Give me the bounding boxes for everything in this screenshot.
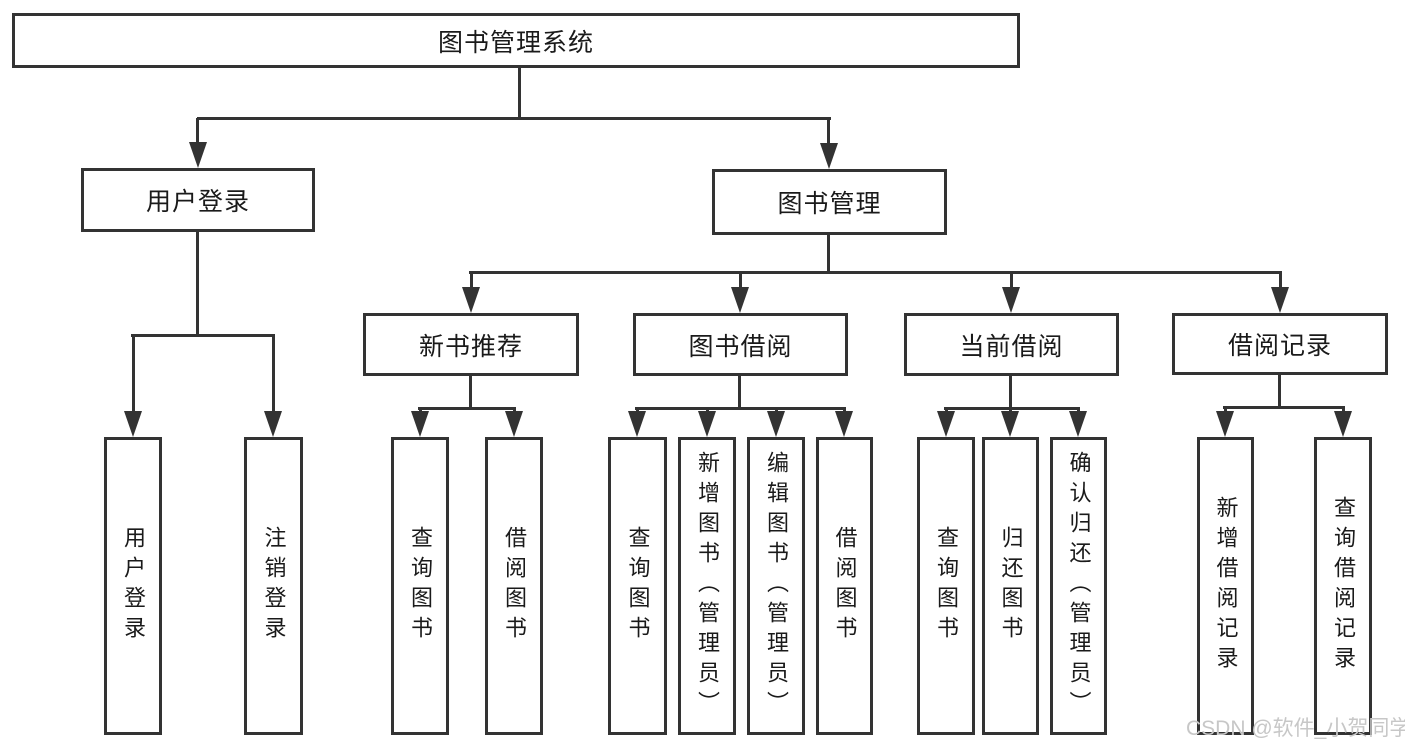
leaf-query-books-current: 查询图书 bbox=[917, 437, 975, 735]
connector-hline bbox=[1223, 406, 1345, 409]
connector-vline bbox=[1278, 375, 1281, 409]
arrowhead-icon bbox=[411, 411, 429, 437]
connector-vline bbox=[738, 376, 741, 410]
arrowhead-icon bbox=[505, 411, 523, 437]
connector-vline bbox=[469, 376, 472, 410]
connector-vline bbox=[827, 118, 830, 147]
arrowhead-icon bbox=[820, 143, 838, 169]
connector-vline bbox=[272, 336, 275, 413]
arrowhead-icon bbox=[628, 411, 646, 437]
arrowhead-icon bbox=[1271, 287, 1289, 313]
connector-vline bbox=[739, 274, 742, 290]
leaf-user-login: 用户登录 bbox=[104, 437, 162, 735]
connector-hline bbox=[131, 334, 275, 337]
node-user-login: 用户登录 bbox=[81, 168, 315, 232]
arrowhead-icon bbox=[1001, 411, 1019, 437]
arrowhead-icon bbox=[264, 411, 282, 437]
arrowhead-icon bbox=[1216, 411, 1234, 437]
arrowhead-icon bbox=[937, 411, 955, 437]
arrowhead-icon bbox=[698, 411, 716, 437]
connector-vline bbox=[196, 118, 199, 146]
connector-vline bbox=[132, 336, 135, 413]
node-borrowing-records: 借阅记录 bbox=[1172, 313, 1388, 375]
arrowhead-icon bbox=[835, 411, 853, 437]
leaf-logout: 注销登录 bbox=[244, 437, 303, 735]
node-book-borrowing: 图书借阅 bbox=[633, 313, 848, 376]
leaf-add-borrow-record: 新增借阅记录 bbox=[1197, 437, 1254, 735]
connector-vline bbox=[470, 274, 473, 290]
csdn-watermark: CSDN @软件_小贺同学 bbox=[1186, 717, 1405, 740]
arrowhead-icon bbox=[189, 142, 207, 168]
arrowhead-icon bbox=[767, 411, 785, 437]
connector-vline bbox=[1279, 274, 1282, 290]
arrowhead-icon bbox=[462, 287, 480, 313]
connector-hline bbox=[944, 407, 1080, 410]
connector-hline bbox=[635, 407, 846, 410]
connector-hline bbox=[469, 271, 1282, 274]
leaf-add-book-admin: 新增图书（管理员） bbox=[678, 437, 736, 735]
node-new-book-recommendation: 新书推荐 bbox=[363, 313, 579, 376]
node-library-management-system: 图书管理系统 bbox=[12, 13, 1020, 68]
leaf-query-books-borrowing: 查询图书 bbox=[608, 437, 667, 735]
leaf-borrow-books-borrowing: 借阅图书 bbox=[816, 437, 873, 735]
leaf-return-books: 归还图书 bbox=[982, 437, 1039, 735]
connector-vline bbox=[1009, 376, 1012, 410]
leaf-edit-book-admin: 编辑图书（管理员） bbox=[747, 437, 805, 735]
connector-vline bbox=[1010, 274, 1013, 290]
leaf-query-borrow-record: 查询借阅记录 bbox=[1314, 437, 1372, 735]
leaf-query-books-recommend: 查询图书 bbox=[391, 437, 449, 735]
connector-vline bbox=[196, 232, 199, 336]
node-book-management: 图书管理 bbox=[712, 169, 947, 235]
connector-hline bbox=[197, 117, 831, 120]
connector-hline bbox=[418, 407, 516, 410]
arrowhead-icon bbox=[1334, 411, 1352, 437]
node-current-borrowing: 当前借阅 bbox=[904, 313, 1119, 376]
arrowhead-icon bbox=[731, 287, 749, 313]
arrowhead-icon bbox=[1002, 287, 1020, 313]
connector-vline bbox=[518, 68, 521, 118]
leaf-borrow-books-recommend: 借阅图书 bbox=[485, 437, 543, 735]
arrowhead-icon bbox=[124, 411, 142, 437]
connector-vline bbox=[827, 235, 830, 274]
leaf-confirm-return-admin: 确认归还（管理员） bbox=[1050, 437, 1107, 735]
arrowhead-icon bbox=[1069, 411, 1087, 437]
